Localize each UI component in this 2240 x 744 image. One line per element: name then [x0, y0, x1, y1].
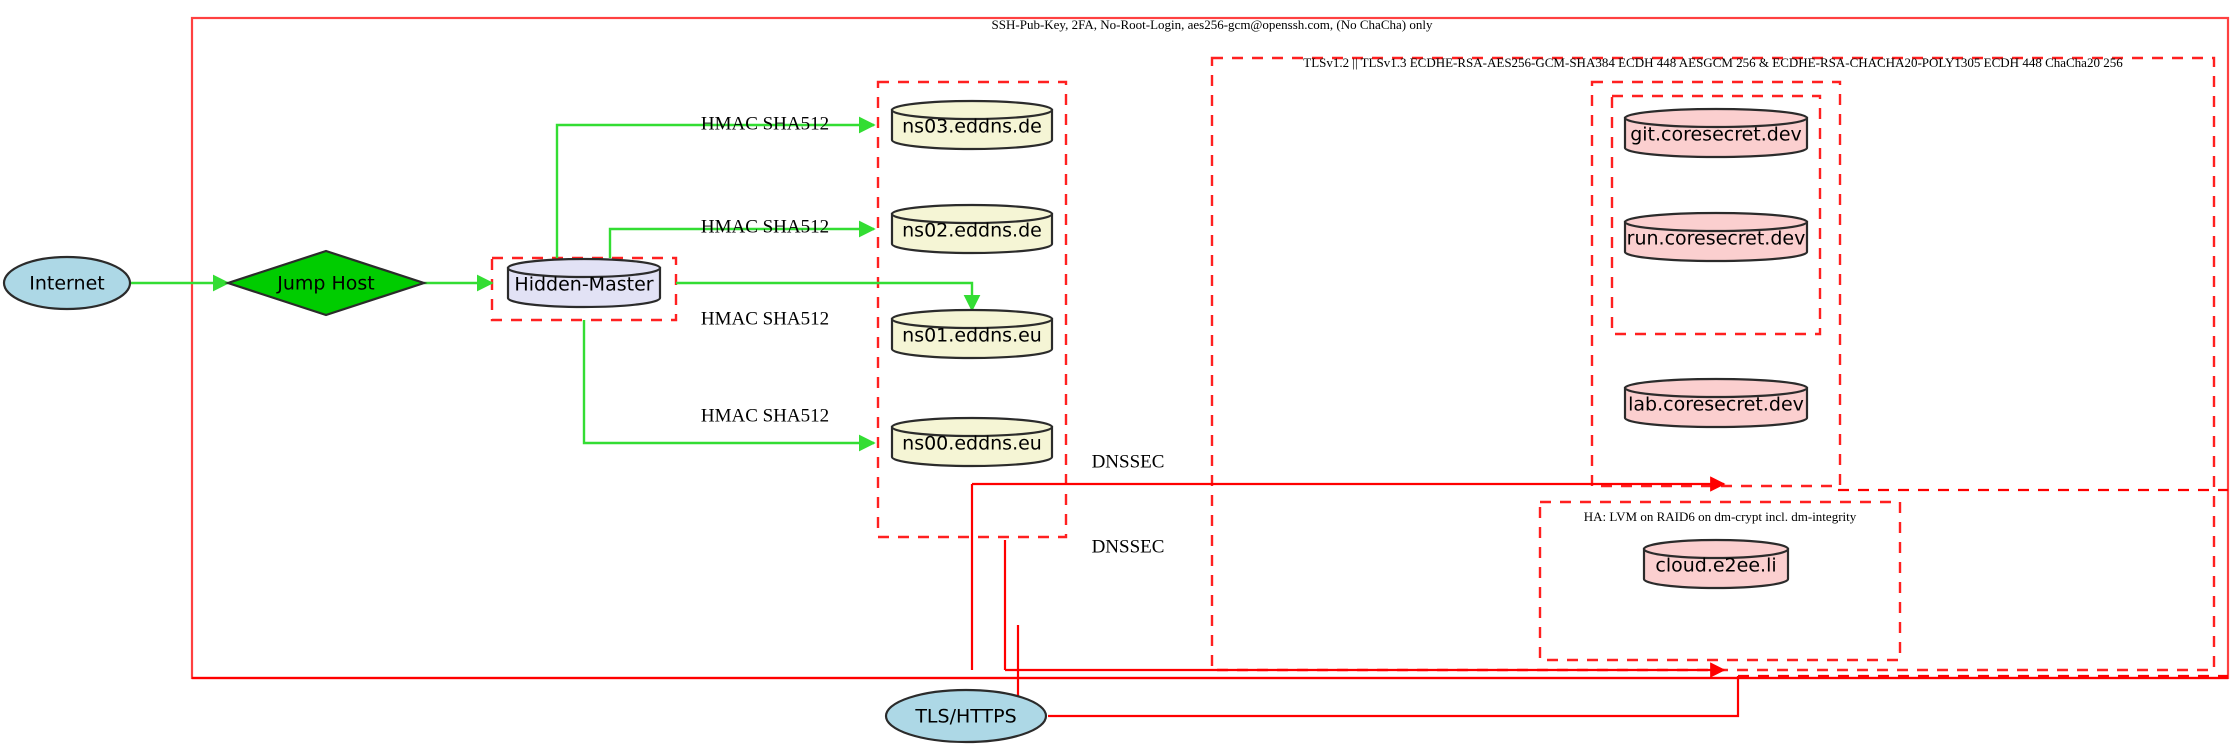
node-tls-https[interactable]: TLS/HTTPS — [884, 688, 1048, 744]
ssh-policy-label: SSH-Pub-Key, 2FA, No-Root-Login, aes256-… — [992, 17, 1433, 32]
coresecret-inner-cluster — [1610, 94, 1822, 336]
node-jump-host[interactable]: Jump Host — [224, 249, 428, 317]
node-ns00[interactable]: ns00.eddns.eu — [890, 416, 1054, 468]
node-run-coresecret[interactable]: run.coresecret.dev — [1623, 211, 1809, 263]
edge-label-hmac-ns02: HMAC SHA512 — [701, 216, 829, 237]
tls-policy-cluster: TLSv1.2 || TLSv1.3 ECDHE-RSA-AES256-GCM-… — [1210, 55, 2216, 672]
node-ns01[interactable]: ns01.eddns.eu — [890, 308, 1054, 360]
ha-storage-label: HA: LVM on RAID6 on dm-crypt incl. dm-in… — [1584, 509, 1857, 524]
node-hidden-master[interactable]: Hidden-Master — [506, 257, 662, 309]
edge-master-ns01 — [676, 281, 981, 312]
edge-label-hmac-ns00: HMAC SHA512 — [701, 405, 829, 426]
ssh-policy-frame: SSH-Pub-Key, 2FA, No-Root-Login, aes256-… — [190, 16, 2230, 680]
edge-label-hmac-ns03: HMAC SHA512 — [701, 113, 829, 134]
node-ns03[interactable]: ns03.eddns.de — [890, 99, 1054, 151]
edge-label-dnssec-lower: DNSSEC — [1092, 536, 1165, 557]
node-internet[interactable]: Internet — [2, 255, 132, 311]
node-ns02[interactable]: ns02.eddns.de — [890, 203, 1054, 255]
edge-tls-out — [1048, 676, 1740, 718]
edge-label-dnssec-upper: DNSSEC — [1092, 451, 1165, 472]
coresecret-cluster — [1590, 80, 1842, 488]
tls-policy-label: TLSv1.2 || TLSv1.3 ECDHE-RSA-AES256-GCM-… — [1303, 55, 2123, 70]
edge-master-ns00 — [582, 320, 876, 452]
edge-label-hmac-ns01: HMAC SHA512 — [701, 308, 829, 329]
ha-storage-cluster: HA: LVM on RAID6 on dm-crypt incl. dm-in… — [1538, 500, 1902, 662]
edge-master-ns02 — [608, 220, 876, 258]
node-lab-coresecret[interactable]: lab.coresecret.dev — [1623, 377, 1809, 429]
node-cloud-e2ee[interactable]: cloud.e2ee.li — [1642, 538, 1790, 590]
node-git-coresecret[interactable]: git.coresecret.dev — [1623, 107, 1809, 159]
edge-master-ns03 — [555, 116, 876, 258]
